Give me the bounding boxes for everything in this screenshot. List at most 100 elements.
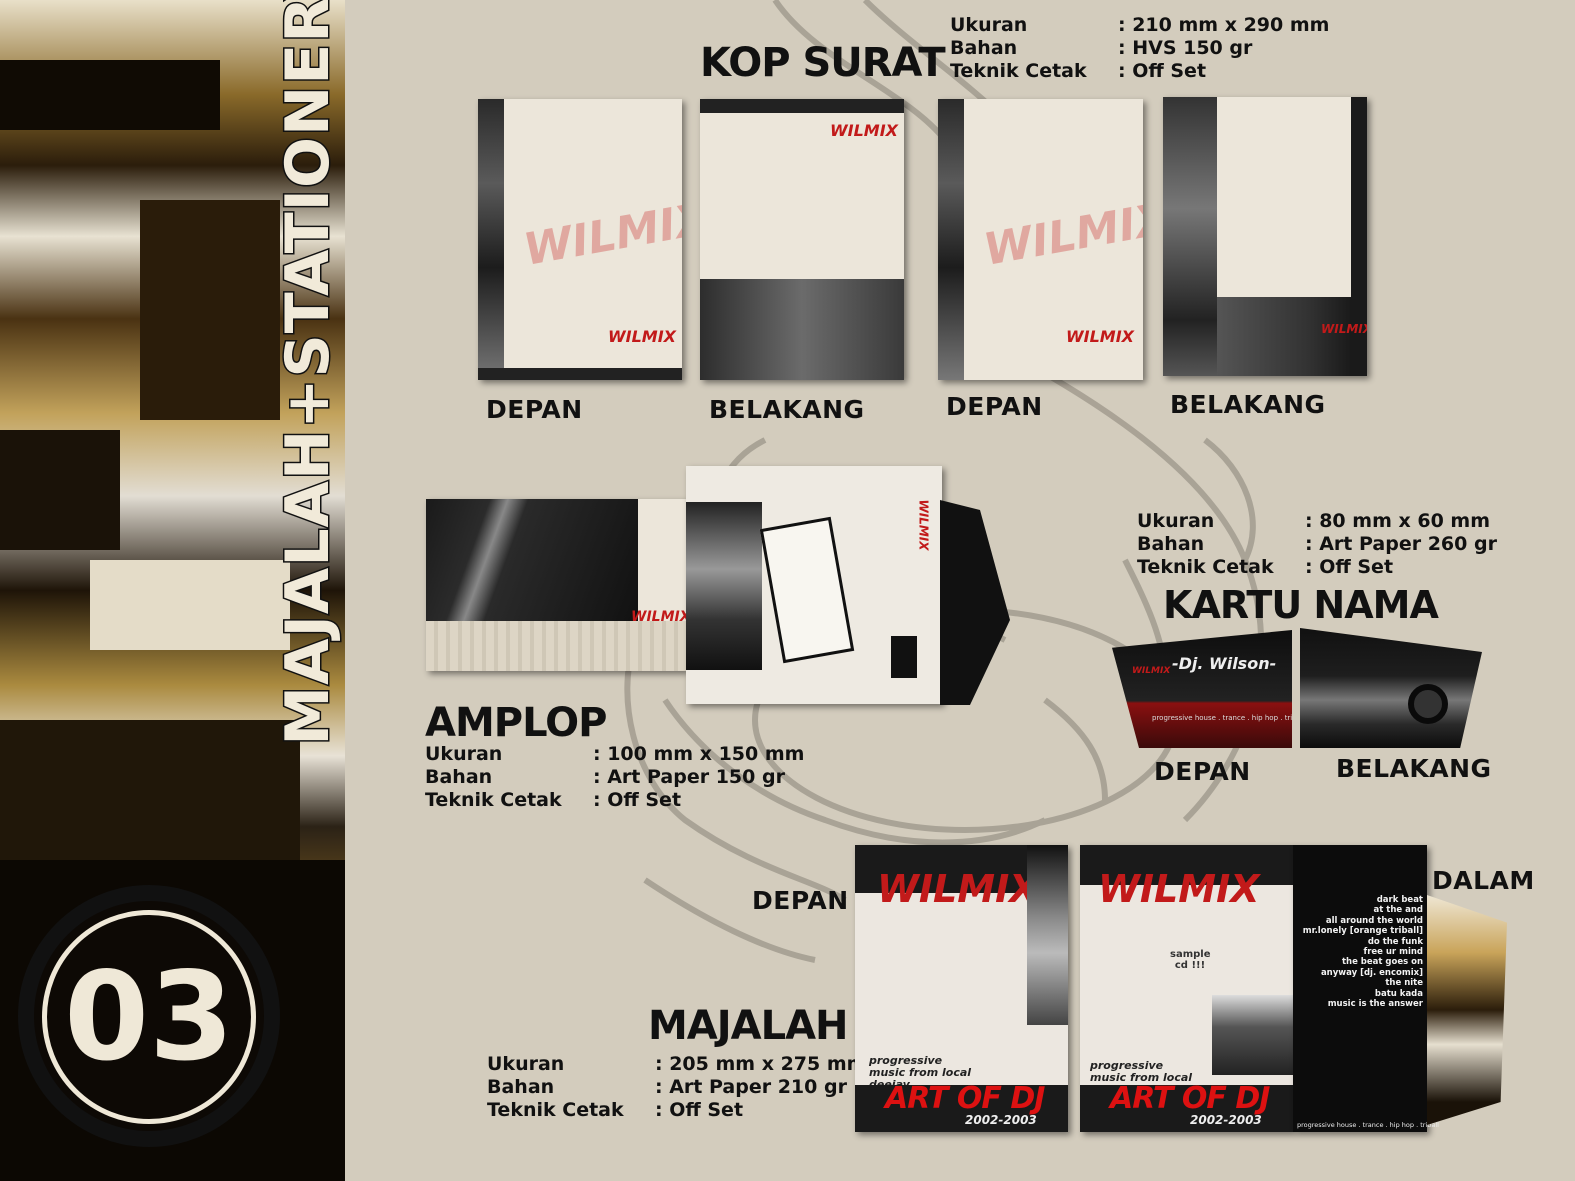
kop-surat-spec-size: Ukuran : 210 mm x 290 mm [950, 14, 1329, 36]
card-logo: WILMIX [1132, 666, 1171, 676]
letterhead-photo-band [700, 279, 904, 380]
spec-value: : Art Paper 210 gr [655, 1076, 847, 1098]
magazine-photo-strip [1027, 845, 1068, 1025]
tracklist-item: the nite [1385, 978, 1423, 989]
magazine-logo: WILMIX [877, 867, 1039, 911]
magazine-years: 2002-2003 [1190, 1113, 1262, 1127]
amplop-spec-print: Teknik Cetak: Off Set [425, 789, 681, 811]
kop-surat-spec-print: Teknik Cetak : Off Set [950, 60, 1206, 82]
letterhead-watermark-logo: WILMIX [519, 193, 682, 276]
envelope-bottom-band [426, 621, 686, 671]
dj-photo [1212, 995, 1293, 1075]
letterhead-logo: WILMIX [1321, 322, 1367, 336]
spec-value: : Off Set [593, 789, 682, 811]
kop-surat-caption-back-2: BELAKANG [1170, 390, 1326, 419]
magazine-cover-title: ART OF DJ [885, 1081, 1045, 1116]
majalah-spec-material: Bahan : Art Paper 210 gr [487, 1076, 847, 1098]
magazine-cover-title: ART OF DJ [1110, 1081, 1270, 1116]
tracklist-item: do the funk [1367, 936, 1423, 947]
envelope-logo: WILMIX [631, 609, 686, 625]
kartu-nama-spec-print: Teknik Cetak: Off Set [1137, 556, 1393, 578]
kop-surat-title: KOP SURAT [700, 40, 946, 86]
letterhead-grunge-strip [938, 99, 964, 380]
envelope-front: WILMIX [426, 499, 686, 671]
letterhead-right-edge [1351, 97, 1367, 376]
section-number: 03 [64, 946, 234, 1088]
envelope-back: WILMIX [686, 466, 942, 704]
magazine-logo: WILMIX [1098, 867, 1260, 911]
spec-value: : 205 mm x 275 mm [655, 1053, 867, 1075]
majalah-spec-size: Ukuran : 205 mm x 275 mm [487, 1053, 866, 1075]
spec-label: Teknik Cetak [487, 1099, 624, 1121]
spec-label: Bahan [1137, 533, 1205, 555]
magazine-cover: WILMIX progressive music from local deej… [855, 845, 1068, 1132]
spec-label: Bahan [425, 766, 493, 788]
envelope-photo [426, 499, 638, 621]
letterhead-photo-band [1217, 297, 1367, 376]
kop-surat-caption-back-1: BELAKANG [709, 395, 865, 424]
magazine-top-band [1080, 845, 1293, 885]
spec-value: : HVS 150 gr [1118, 37, 1253, 59]
magazine-inside-left: WILMIX sample cd !!! progressive music f… [1080, 845, 1293, 1132]
letterhead-watermark-logo: WILMIX [979, 193, 1143, 276]
letterhead-front-1: WILMIX WILMIX [478, 99, 682, 380]
tracklist-item: mr.lonely [orange triball] [1302, 926, 1423, 937]
spec-value: : 100 mm x 150 mm [593, 743, 805, 765]
letterhead-back-1: WILMIX [700, 99, 904, 380]
spec-value: : Off Set [1305, 556, 1394, 578]
magazine-years: 2002-2003 [965, 1113, 1037, 1127]
tracklist-item: at the and [1373, 905, 1423, 916]
spec-value: : 80 mm x 60 mm [1305, 510, 1490, 532]
amplop-spec-material: Bahan : Art Paper 150 gr [425, 766, 785, 788]
spec-value: : Off Set [655, 1099, 744, 1121]
card-dj-name: -Dj. Wilson- [1172, 654, 1277, 673]
tracklist-item: dark beat [1376, 895, 1423, 905]
spec-label: Ukuran [487, 1053, 565, 1075]
letterhead-photo-strip [1163, 97, 1217, 376]
kop-surat-caption-front-2: DEPAN [946, 392, 1043, 421]
spec-label: Bahan [950, 37, 1018, 59]
kop-surat-caption-front-1: DEPAN [486, 395, 583, 424]
magazine-bottom-band [1080, 1085, 1293, 1132]
amplop-spec-size: Ukuran : 100 mm x 150 mm [425, 743, 804, 765]
card-genres: progressive house . trance . hip hop . t… [1152, 714, 1305, 722]
kartu-nama-spec-material: Bahan : Art Paper 260 gr [1137, 533, 1497, 555]
tracklist-item: anyway [dj. encomix] [1320, 967, 1423, 978]
mini-card [891, 636, 917, 678]
tracklist-item: batu kada [1374, 988, 1423, 999]
tracklist-item: music is the answer [1327, 999, 1423, 1010]
kartu-nama-caption-front: DEPAN [1154, 757, 1251, 786]
amplop-title: AMPLOP [425, 700, 607, 746]
envelope-photo-strip [686, 502, 762, 670]
spec-value: : Art Paper 150 gr [593, 766, 785, 788]
spec-label: Ukuran [950, 14, 1028, 36]
envelope-flap [940, 500, 1010, 705]
spec-label: Ukuran [1137, 510, 1215, 532]
kartu-nama-title: KARTU NAMA [1163, 583, 1439, 627]
business-card-front: -Dj. Wilson- progressive house . trance … [1112, 630, 1292, 748]
magazine-footer-genres: progressive house . trance . hip hop . t… [1297, 1121, 1439, 1129]
sample-cd-text: sample cd !!! [1170, 949, 1211, 971]
spec-value: : Off Set [1118, 60, 1207, 82]
spec-value: : Art Paper 260 gr [1305, 533, 1497, 555]
badge-ring [42, 910, 256, 1124]
kartu-nama-spec-size: Ukuran : 80 mm x 60 mm [1137, 510, 1490, 532]
majalah-title: MAJALAH [648, 1003, 849, 1049]
spec-label: Teknik Cetak [950, 60, 1087, 82]
letterhead-back-2: WILMIX [1163, 97, 1367, 376]
spec-value: : 210 mm x 290 mm [1118, 14, 1330, 36]
magazine-inside-flap [1427, 895, 1507, 1125]
letterhead-bottom-edge [478, 368, 682, 380]
envelope-logo: WILMIX [916, 499, 931, 551]
headphones-icon [1408, 684, 1448, 724]
spec-label: Bahan [487, 1076, 555, 1098]
letterhead-top-edge [700, 99, 904, 113]
mini-envelope [759, 516, 855, 664]
tracklist-item: the beat goes on [1341, 957, 1423, 968]
section-title-vertical: MAJALAH+STATIONERY [272, 0, 345, 747]
letterhead-logo: WILMIX [1066, 327, 1135, 346]
spec-label: Ukuran [425, 743, 503, 765]
magazine-bottom-band [855, 1085, 1068, 1132]
majalah-caption-front: DEPAN [752, 886, 849, 915]
